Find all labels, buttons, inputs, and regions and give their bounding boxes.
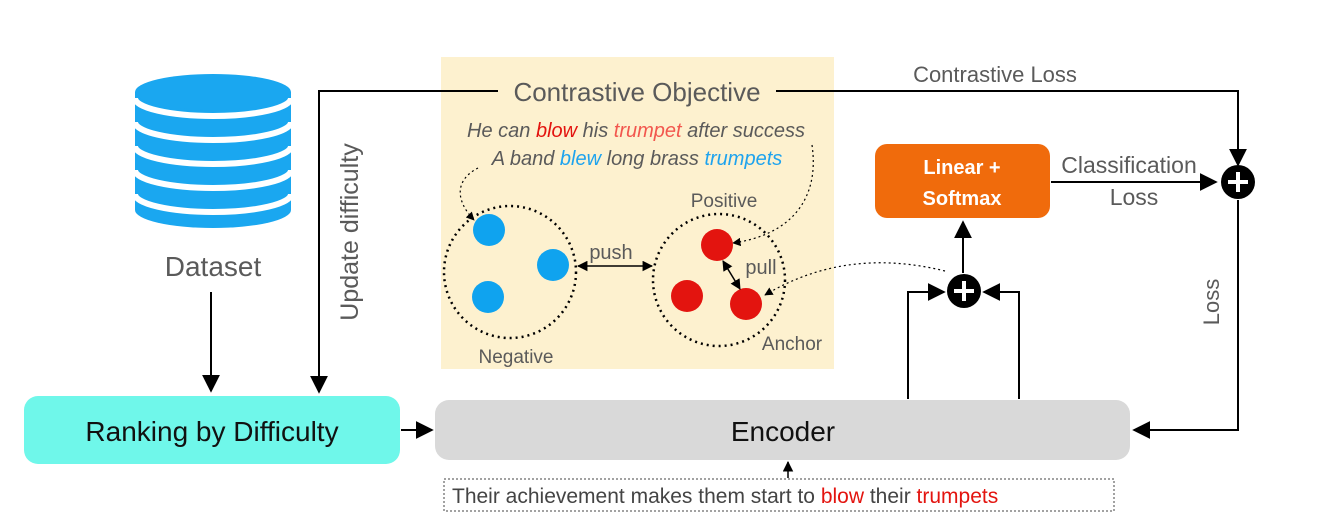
positive-label: Positive <box>691 191 758 212</box>
input-word-highlight: blow <box>821 485 865 508</box>
input-sentence-box <box>443 478 1115 512</box>
encoder-right-output-arrow <box>982 283 1020 399</box>
database-icon <box>132 74 294 228</box>
input-word: their <box>864 485 917 508</box>
input-word: Their achievement makes them start to <box>452 485 821 508</box>
encoder-box[interactable] <box>435 400 1130 460</box>
linear-softmax-box[interactable] <box>875 144 1050 218</box>
contrastive-panel <box>441 57 834 369</box>
highlight-word: trumpet <box>614 120 683 142</box>
dataset-label: Dataset <box>165 251 262 282</box>
classification-loss-label-line1: Classification <box>1061 152 1197 178</box>
negative-point <box>537 249 569 281</box>
anchor-point <box>730 288 762 320</box>
contrastive-loss-arrow <box>776 90 1247 167</box>
input-sentence: Their achievement makes them start to bl… <box>452 485 998 508</box>
negative-point <box>473 214 505 246</box>
highlight-word: blew <box>560 148 603 170</box>
linear-softmax-label-line1: Linear + <box>923 157 1000 179</box>
pull-label: pull <box>745 257 776 279</box>
negative-label: Negative <box>479 347 554 368</box>
encoder-label: Encoder <box>731 416 835 447</box>
contrastive-objective-title: Contrastive Objective <box>513 77 760 107</box>
linear-softmax-label-line2: Softmax <box>923 188 1002 210</box>
contrastive-loss-label: Contrastive Loss <box>913 62 1077 87</box>
pull-arrow <box>722 260 741 290</box>
negative-point <box>472 281 504 313</box>
plus-node-loss <box>1221 165 1255 199</box>
negative-pointer <box>459 167 479 221</box>
example-sentence-1: He can blow his trumpet after success <box>467 120 805 142</box>
loss-label: Loss <box>1199 279 1224 325</box>
positive-point <box>701 229 733 261</box>
encoder-left-output-arrow <box>907 283 946 399</box>
ranking-label: Ranking by Difficulty <box>85 416 338 447</box>
negative-cluster <box>442 204 578 340</box>
positive-point <box>671 280 703 312</box>
update-difficulty-arrow <box>310 90 498 394</box>
push-label: push <box>589 242 632 264</box>
ranking-box[interactable] <box>24 396 400 464</box>
positive-cluster <box>651 212 787 348</box>
highlight-word: trumpets <box>704 148 782 170</box>
positive-pointer <box>732 144 814 247</box>
highlight-word: blow <box>536 120 579 142</box>
plus-node-encoder <box>947 274 981 308</box>
input-word-highlight: trumpets <box>917 485 999 508</box>
example-sentence-2: A band blew long brass trumpets <box>491 148 783 170</box>
classification-loss-label-line2: Loss <box>1110 184 1159 210</box>
anchor-label: Anchor <box>762 334 823 355</box>
loss-to-encoder-arrow <box>1132 200 1239 439</box>
update-difficulty-label: Update difficulty <box>336 143 364 321</box>
